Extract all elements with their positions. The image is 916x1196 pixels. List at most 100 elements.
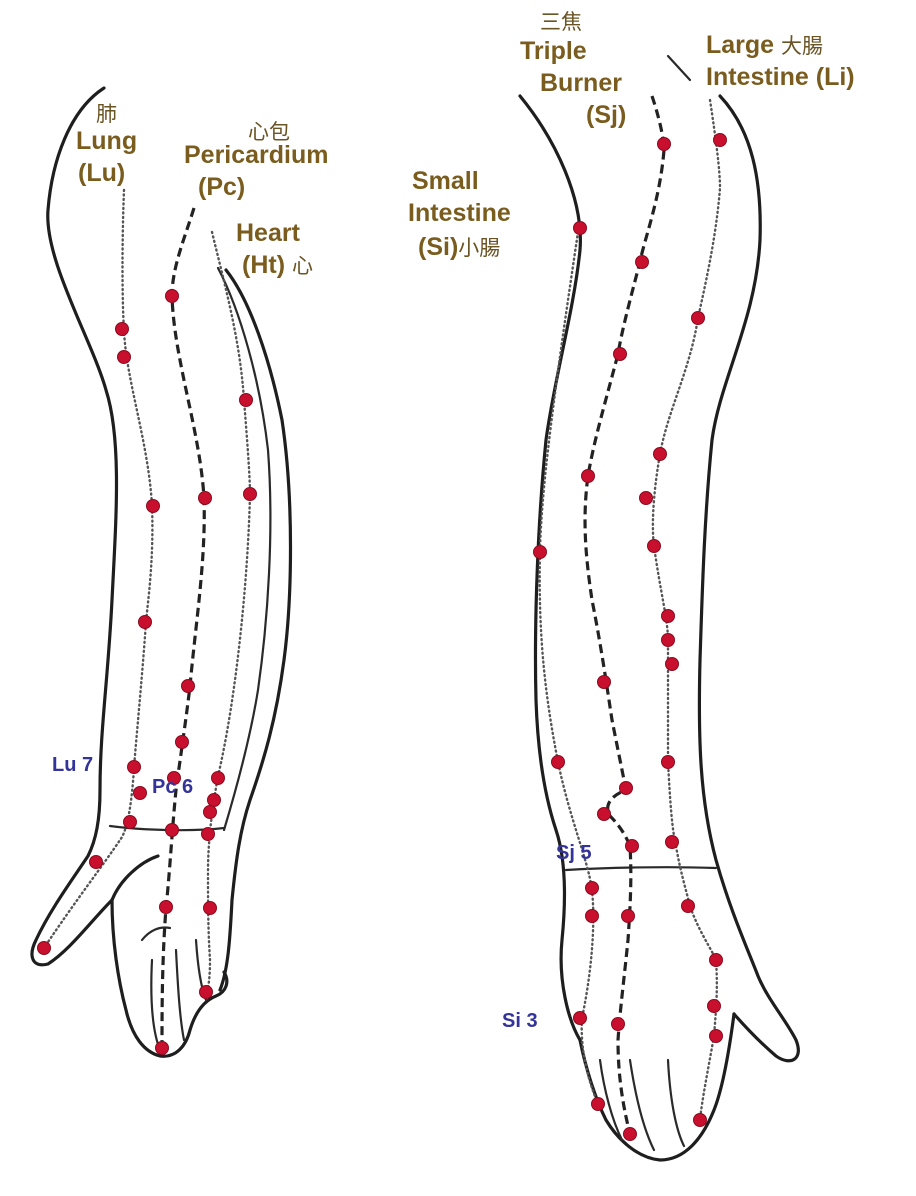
lung-point: [118, 351, 131, 364]
triple-burner-point: [598, 808, 611, 821]
triple-burner-point: [624, 1128, 637, 1141]
large-intestine-label-line1: Large 大腸: [706, 30, 823, 61]
large-intestine-point: [662, 610, 675, 623]
triple-burner-point: [620, 782, 633, 795]
si3-point-label: Si 3: [502, 1010, 538, 1033]
lung-point: [147, 500, 160, 513]
pericardium-label: Pericardium: [184, 140, 329, 170]
large-intestine-point: [708, 1000, 721, 1013]
acupoint-group: [38, 134, 727, 1141]
lung-meridian-line: [44, 190, 152, 948]
large-intestine-point: [692, 312, 705, 325]
lung-label: Lung: [76, 126, 137, 156]
heart-abbreviation-group: (Ht) 心: [242, 250, 313, 281]
triple-burner-label-line1: Triple: [520, 36, 587, 66]
lung-abbreviation: (Lu): [78, 158, 125, 188]
large-intestine-meridian-line: [653, 100, 720, 1120]
lung-chinese-label: 肺: [96, 98, 117, 129]
triple-burner-meridian-line: [585, 96, 664, 1134]
small-intestine-label-line1: Small: [412, 166, 479, 196]
pericardium-abbreviation: (Pc): [198, 172, 245, 202]
lung-point: [128, 761, 141, 774]
heart-point: [208, 794, 221, 807]
triple-burner-point: [598, 676, 611, 689]
small-intestine-point: [534, 546, 547, 559]
heart-abbreviation: (Ht): [242, 251, 285, 279]
small-intestine-chinese-label: 小腸: [458, 236, 500, 260]
left-arm-inner-line: [218, 268, 270, 830]
triple-burner-point: [622, 910, 635, 923]
left-finger-2: [176, 950, 184, 1040]
triple-burner-point: [612, 1018, 625, 1031]
large-intestine-point: [682, 900, 695, 913]
lu7-point-label: Lu 7: [52, 754, 93, 777]
right-finger-3: [668, 1060, 684, 1146]
heart-meridian-line: [206, 232, 250, 994]
triple-burner-point: [582, 470, 595, 483]
pericardium-meridian-line: [162, 208, 204, 1048]
pericardium-point: [166, 824, 179, 837]
large-intestine-point: [710, 1030, 723, 1043]
left-thumb-outline: [112, 856, 158, 900]
pericardium-point: [166, 290, 179, 303]
left-arm-outer-outline: [32, 88, 117, 965]
small-intestine-meridian-line: [540, 232, 598, 1104]
pc6-point-label: Pc 6: [152, 776, 193, 799]
small-intestine-label-line2: Intestine: [408, 198, 511, 228]
lung-point: [90, 856, 103, 869]
triple-burner-label-line2: Burner: [540, 68, 622, 98]
triple-burner-abbreviation: (Sj): [586, 100, 626, 130]
heart-label: Heart: [236, 218, 300, 248]
lung-point: [116, 323, 129, 336]
large-intestine-point: [666, 658, 679, 671]
large-intestine-point: [640, 492, 653, 505]
large-intestine-point: [648, 540, 661, 553]
lung-point: [38, 942, 51, 955]
heart-point: [212, 772, 225, 785]
heart-point: [240, 394, 253, 407]
small-intestine-abbreviation: (Si): [418, 233, 458, 261]
right-arm: [520, 56, 798, 1160]
large-intestine-point: [654, 448, 667, 461]
large-intestine-point: [666, 836, 679, 849]
pericardium-point: [199, 492, 212, 505]
triple-burner-chinese-label: 三焦: [540, 6, 582, 37]
left-finger-1: [151, 960, 160, 1050]
heart-point: [204, 806, 217, 819]
heart-chinese-label: 心: [292, 254, 313, 278]
small-intestine-point: [592, 1098, 605, 1111]
right-arm-outer-outline: [520, 96, 580, 1040]
triple-burner-point: [626, 840, 639, 853]
right-arm-radial-edge: [668, 56, 690, 80]
triple-burner-point: [636, 256, 649, 269]
small-intestine-point: [586, 882, 599, 895]
small-intestine-point: [586, 910, 599, 923]
large-intestine-label-line2: Intestine (Li): [706, 62, 855, 92]
small-intestine-point: [574, 1012, 587, 1025]
large-intestine-point: [694, 1114, 707, 1127]
pericardium-point: [176, 736, 189, 749]
right-arm-inner-outline: [699, 96, 798, 1061]
small-intestine-point: [552, 756, 565, 769]
lung-point: [139, 616, 152, 629]
pericardium-point: [156, 1042, 169, 1055]
lung-point: [134, 787, 147, 800]
pericardium-point: [160, 901, 173, 914]
large-intestine-point: [662, 634, 675, 647]
small-intestine-point: [574, 222, 587, 235]
pericardium-point: [182, 680, 195, 693]
heart-point: [204, 902, 217, 915]
large-intestine-chinese-label: 大腸: [781, 34, 823, 58]
triple-burner-point: [658, 138, 671, 151]
sj5-point-label: Sj 5: [556, 842, 592, 865]
large-intestine-point: [662, 756, 675, 769]
heart-point: [202, 828, 215, 841]
large-intestine-point: [710, 954, 723, 967]
lung-point: [124, 816, 137, 829]
heart-point: [244, 488, 257, 501]
large-intestine-point: [714, 134, 727, 147]
triple-burner-point: [614, 348, 627, 361]
small-intestine-abbreviation-group: (Si)小腸: [418, 232, 500, 263]
heart-point: [200, 986, 213, 999]
